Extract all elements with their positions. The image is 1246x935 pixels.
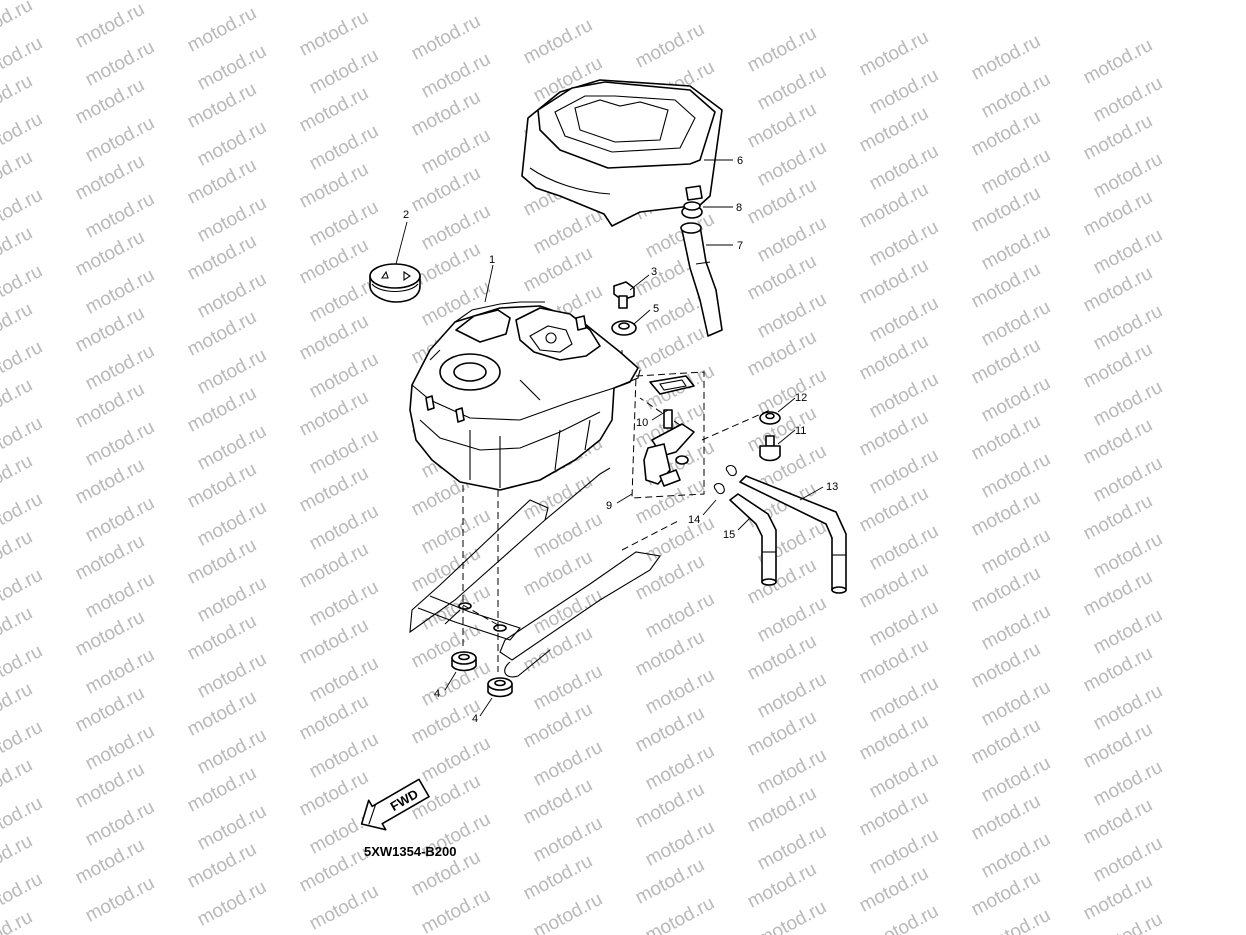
callout-label: 14 xyxy=(688,514,700,526)
tank-cap xyxy=(369,263,421,303)
fwd-arrow: FWD xyxy=(360,778,430,831)
fuel-tank xyxy=(409,301,641,491)
bolt-3 xyxy=(613,281,635,309)
washer-12 xyxy=(759,411,781,425)
callout-label: 8 xyxy=(736,202,742,214)
callout-label: 2 xyxy=(403,209,409,221)
vacuum-hose xyxy=(729,493,777,586)
tank-cover xyxy=(521,79,723,227)
fuel-cock-group xyxy=(631,371,705,499)
callout-label: 15 xyxy=(723,529,735,541)
diagram-code: 5XW1354-B200 xyxy=(364,844,457,859)
damper-4a xyxy=(451,651,477,672)
fuel-hose xyxy=(739,475,847,594)
callout-label: 1 xyxy=(489,254,495,266)
installation-lines xyxy=(462,350,771,672)
hose-clip xyxy=(713,464,737,495)
leader-lines xyxy=(395,159,824,717)
callout-label: 13 xyxy=(826,481,838,493)
callout-label: 6 xyxy=(737,155,743,167)
callout-label: 10 xyxy=(636,417,648,429)
callout-label: 9 xyxy=(606,500,612,512)
callout-label: 12 xyxy=(795,392,807,404)
breather-hose xyxy=(680,222,723,337)
callout-label: 11 xyxy=(795,425,806,437)
callout-labels: 1 2 3 4 4 5 6 7 8 9 10 11 12 13 14 15 xyxy=(403,155,838,725)
callout-label: 4 xyxy=(472,713,478,725)
callout-label: 7 xyxy=(737,240,743,252)
hose-grommet xyxy=(681,201,703,219)
damper-4b xyxy=(487,677,513,698)
washer-5 xyxy=(611,320,637,336)
callout-label: 3 xyxy=(651,266,657,278)
callout-label: 5 xyxy=(653,303,659,315)
screw-11 xyxy=(759,435,781,462)
callout-label: 4 xyxy=(434,688,440,700)
